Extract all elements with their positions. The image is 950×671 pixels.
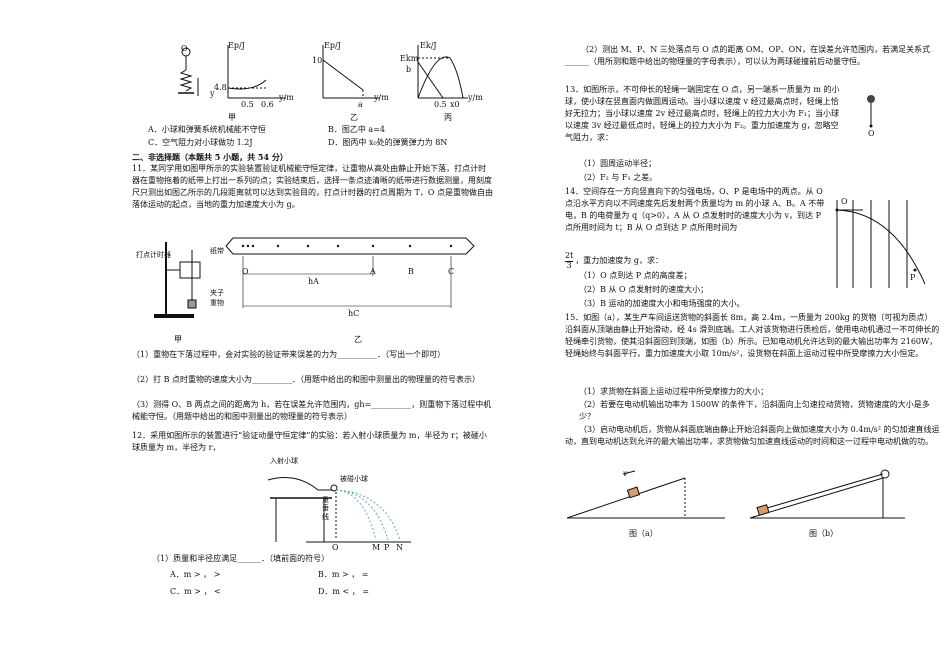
q12-point-o: O [332, 543, 339, 552]
q14-part-2: （2）B 从 O 点发射时的速度大小； [579, 285, 709, 294]
q12-point-p: P [384, 543, 390, 552]
ep-graph-bing [322, 45, 380, 99]
bing-axis-y: Ep/J [324, 41, 341, 50]
y-label: y [210, 89, 215, 98]
q15-stem: 15．如图（a），某生产车间运送货物的斜面长 8m，高 2.4m，一质量为 20… [565, 313, 940, 358]
tape-hc: hC [348, 309, 360, 318]
ding-ekm: Ekm [400, 54, 419, 63]
q14-o-label: O [841, 197, 848, 206]
q15-part-3: （3）启动电动机后，货物从斜面底端由静止开始沿斜面向上做加速度大小为 0.4m/… [565, 425, 940, 446]
q11-part-2: （2）打 B 点时重物的速度大小为__________．（用题中给出的和图中测量… [132, 375, 481, 384]
q13-o-label: O [868, 129, 875, 138]
q12-label-incident: 入射小球 [270, 457, 298, 465]
q11-fig-label-weight: 重物 [210, 299, 224, 307]
q13-stem: 13．如图所示，不可伸长的轻绳一端固定在 O 点，另一端系一质量为 m 的小球，… [565, 85, 840, 142]
bing-axis-x: y/m [374, 93, 389, 102]
q13-part-2: （2）F₂ 与 F₁ 之差。 [579, 173, 658, 182]
q14-after-fraction: ，重力加速度为 g，求： [575, 256, 663, 266]
ding-axis-x: y/m [468, 93, 483, 102]
q14-figure [835, 200, 926, 288]
q12-option-d: D．m < ， = [318, 587, 370, 596]
q10-figures [178, 45, 468, 99]
q15-velocity-label: v [623, 469, 628, 478]
q12-option-b: B．m > ， = [318, 570, 369, 579]
q12-part-2: （2）测出 M、P、N 三处落点与 O 点的距离 OM、OP、ON，在误差允许范… [565, 45, 931, 66]
q15-fig-b: 图（b） [809, 529, 839, 538]
yi-val-05: 0.5 [241, 100, 254, 109]
bing-val-10: 10 [312, 56, 323, 65]
q14-p-label: P [910, 273, 916, 282]
q11-part-1: （1）重物在下落过程中，会对实验的验证带来误差的力为__________．（写出… [132, 350, 446, 359]
q12-part-1: （1）质量和半径应满足______．（填前面的符号） [152, 554, 330, 563]
tape-point-c: C [448, 267, 455, 276]
q14-fraction-den: 3 [566, 260, 572, 270]
q10-option-d: D．图丙中 x₀处的弹簧弹力为 8N [328, 138, 448, 147]
q15-figures [566, 469, 905, 519]
q11-fig-label-clip: 夹子 [210, 289, 224, 297]
q14-fraction-num: 2t [565, 251, 574, 262]
yi-axis-x: y/m [279, 93, 294, 102]
fig-jia-label: 甲 [228, 113, 236, 122]
fig-yi-label: 乙 [350, 113, 358, 122]
tape-point-b: B [408, 267, 414, 276]
spring-figure [178, 47, 199, 96]
q13-figure [867, 95, 875, 128]
q10-option-c: C．空气阻力对小球做功 1.2J [148, 138, 253, 147]
q11-fig-yi: 乙 [354, 335, 362, 344]
q12-option-a: A．m > ， > [170, 570, 221, 579]
q15-part-2: （2）若要在电动机输出功率为 1500W 的条件下，沿斜面向上匀速拉动货物，货物… [579, 400, 930, 421]
q12-figure [267, 477, 411, 543]
q15-fig-a: 图（a） [629, 529, 658, 538]
q12-label-target: 被碰小球 [340, 475, 368, 483]
q11-stem: 11．某同学用如图甲所示的实验装置验证机械能守恒定律，让重物从高处由静止开始下落… [132, 164, 493, 209]
bing-val-a: a [358, 100, 363, 109]
ding-axis-y: Ek/J [420, 41, 437, 50]
tape-ha: hA [308, 277, 319, 286]
q12-label-plumb: 重垂线 [322, 496, 329, 521]
q14-part-3: （3）B 运动的加速度大小和电场强度的大小。 [579, 299, 745, 308]
q11-fig-jia: 甲 [174, 335, 182, 344]
ep-graph-yi [227, 45, 286, 99]
q15-part-1: （1）求货物在斜面上运动过程中所受摩擦力的大小； [579, 387, 769, 396]
tape-point-o: O [242, 267, 249, 276]
fig-bing-label: 丙 [444, 113, 452, 122]
ding-b: b [406, 65, 412, 74]
q13-part-1: （1）圆周运动半径； [579, 159, 657, 168]
ding-x0: x0 [450, 100, 460, 109]
q12-point-m: M [372, 543, 381, 552]
q14-fraction: 2t 3 [565, 251, 574, 271]
q11-fig-label-timer: 打点计时器 [136, 251, 171, 259]
o-label: O [181, 44, 188, 53]
q12-stem: 12．采用如图所示的装置进行“验证动量守恒定律”的实验：若入射小球质量为 m，半… [132, 431, 487, 452]
q11-figures [154, 237, 475, 318]
q14-stem: 14．空间存在一方向竖直向下的匀强电场，O、P 是电场中的两点。从 O 点沿水平… [565, 187, 825, 232]
yi-axis-y: Ep/J [228, 41, 245, 50]
q12-option-c: C．m > ， < [170, 587, 221, 596]
q11-part-3: （3）测得 O、B 两点之间的距离为 h，若在误差允许范围内，gh=______… [132, 400, 492, 421]
ding-05: 0.5 [434, 100, 447, 109]
q10-option-b: B．图乙中 a=4 [328, 125, 385, 134]
ek-graph-ding [417, 45, 468, 99]
section-2-heading: 二、非选择题（本题共 5 小题，共 54 分） [132, 152, 288, 162]
q14-part-1: （1）O 点到达 P 点的高度差； [579, 271, 692, 280]
tape-point-a: A [370, 267, 376, 276]
q11-fig-label-tape: 纸带 [210, 247, 224, 255]
q12-point-n: N [396, 543, 403, 552]
q10-option-a: A．小球和弹簧系统机械能不守恒 [148, 125, 266, 134]
q14-fraction-row: 2t 3 ，重力加速度为 g，求： [565, 251, 663, 271]
yi-val-06: 0.6 [261, 100, 274, 109]
yi-val-48: 4.8 [214, 83, 227, 92]
